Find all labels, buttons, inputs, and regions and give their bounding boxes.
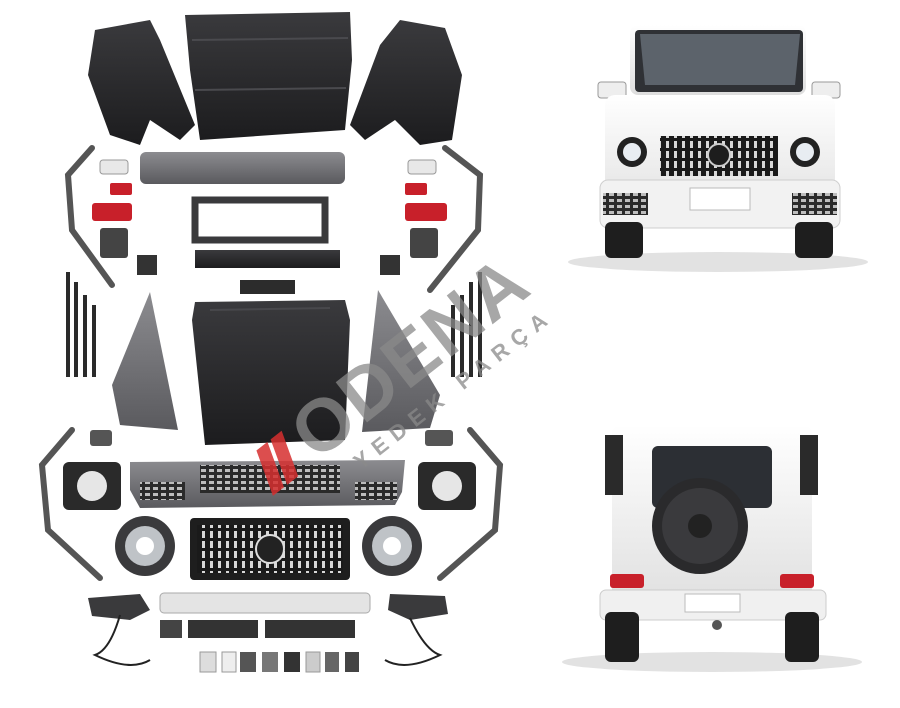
parts-layout <box>38 12 504 673</box>
tail-light-right <box>405 203 447 221</box>
trim-strips-right <box>451 272 482 377</box>
fender-liner-left <box>88 20 195 145</box>
fender-liner-right <box>350 20 462 145</box>
mirror-left <box>88 594 150 620</box>
side-rail-right <box>427 145 484 293</box>
hardware-kit <box>199 651 359 673</box>
car-rear-taillight-left <box>610 574 644 588</box>
side-rail-left <box>64 145 115 288</box>
rear-bumper <box>140 152 345 184</box>
hood <box>192 300 350 445</box>
fender-flare-left <box>112 292 178 430</box>
tail-light-left <box>92 203 132 221</box>
underbody-plate <box>185 12 352 140</box>
car-rear-taillight-right <box>780 574 814 588</box>
rear-frame <box>191 196 329 244</box>
mirror-right <box>388 594 448 620</box>
trim-strips-left <box>66 272 96 377</box>
car-rear-view <box>562 425 862 672</box>
car-front-view <box>568 25 868 272</box>
fender-flare-right <box>362 290 440 432</box>
